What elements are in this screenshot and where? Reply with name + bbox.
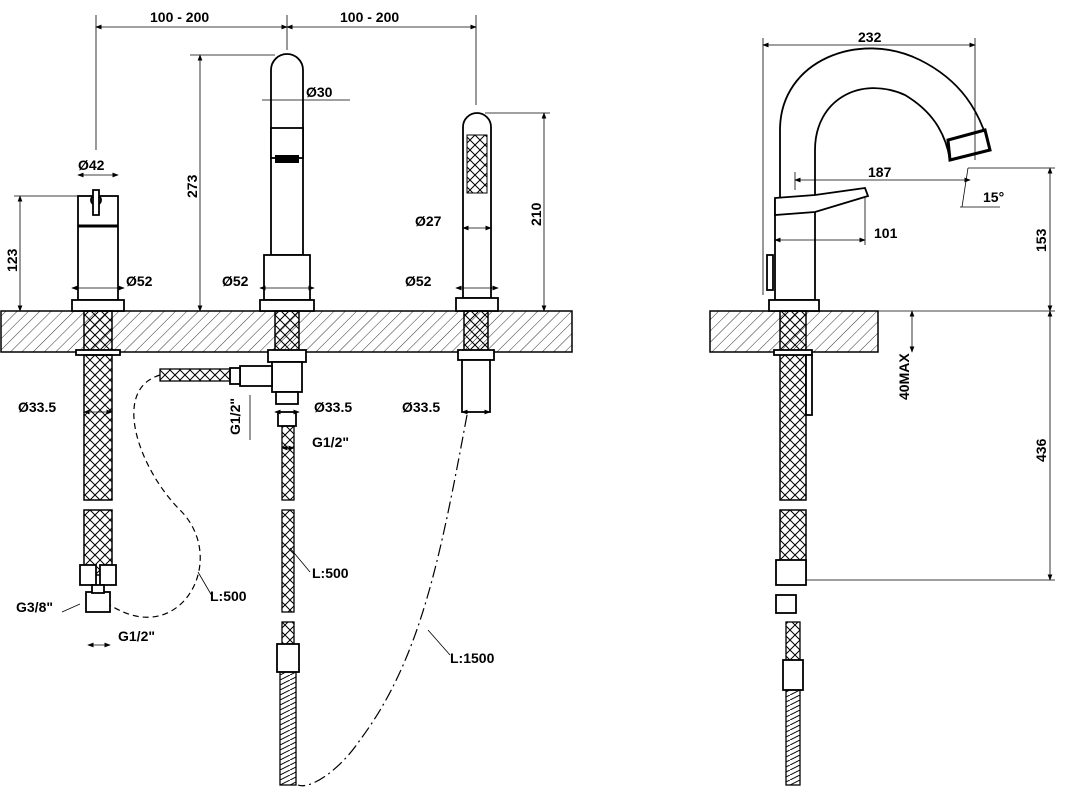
dim-shower-hose-length: L:1500 [450, 650, 495, 666]
dim-lever-reach: 101 [874, 225, 898, 241]
dim-deck-thickness: 40MAX [896, 353, 912, 400]
dim-spout-thread: G1/2" [312, 434, 349, 450]
dim-spout-base: Ø52 [222, 273, 249, 289]
dim-spout-angle: 15° [983, 189, 1004, 205]
dim-spout-shank: Ø33.5 [314, 399, 352, 415]
mixer [71, 189, 125, 613]
dim-shower-height: 210 [528, 202, 544, 226]
dimension-lines [14, 15, 1055, 656]
dim-valve-thread: G1/2" [227, 398, 243, 435]
dim-shower-diameter: Ø27 [415, 213, 442, 229]
dim-spout-height: 273 [184, 174, 200, 198]
shower-hose-dashed [297, 414, 468, 787]
dim-mixer-thread: G1/2" [118, 628, 155, 644]
dim-spout-diameter: Ø30 [306, 84, 333, 100]
dim-reach-total: 232 [858, 29, 882, 45]
dim-mixer-top: Ø42 [78, 157, 105, 173]
dim-hose-depth: 436 [1033, 438, 1049, 462]
dim-mixer-connector: G3/8" [16, 599, 53, 615]
dim-hose-spout-length: L:500 [312, 565, 349, 581]
dim-outlet-height: 153 [1033, 228, 1049, 252]
dim-spacing-left: 100 - 200 [150, 9, 209, 25]
dim-mixer-height: 123 [4, 248, 20, 272]
spout [159, 53, 315, 786]
dim-shower-base: Ø52 [405, 273, 432, 289]
side-faucet [766, 47, 992, 786]
dim-shower-shank: Ø33.5 [402, 399, 440, 415]
dim-spout-reach: 187 [868, 164, 892, 180]
dim-mixer-shank: Ø33.5 [18, 399, 56, 415]
hand-shower [455, 112, 499, 413]
mixer-hose-dashed [109, 374, 201, 618]
dim-hose-mixer-length: L:500 [210, 588, 247, 604]
dim-mixer-base: Ø52 [126, 273, 153, 289]
dim-spacing-right: 100 - 200 [340, 9, 399, 25]
